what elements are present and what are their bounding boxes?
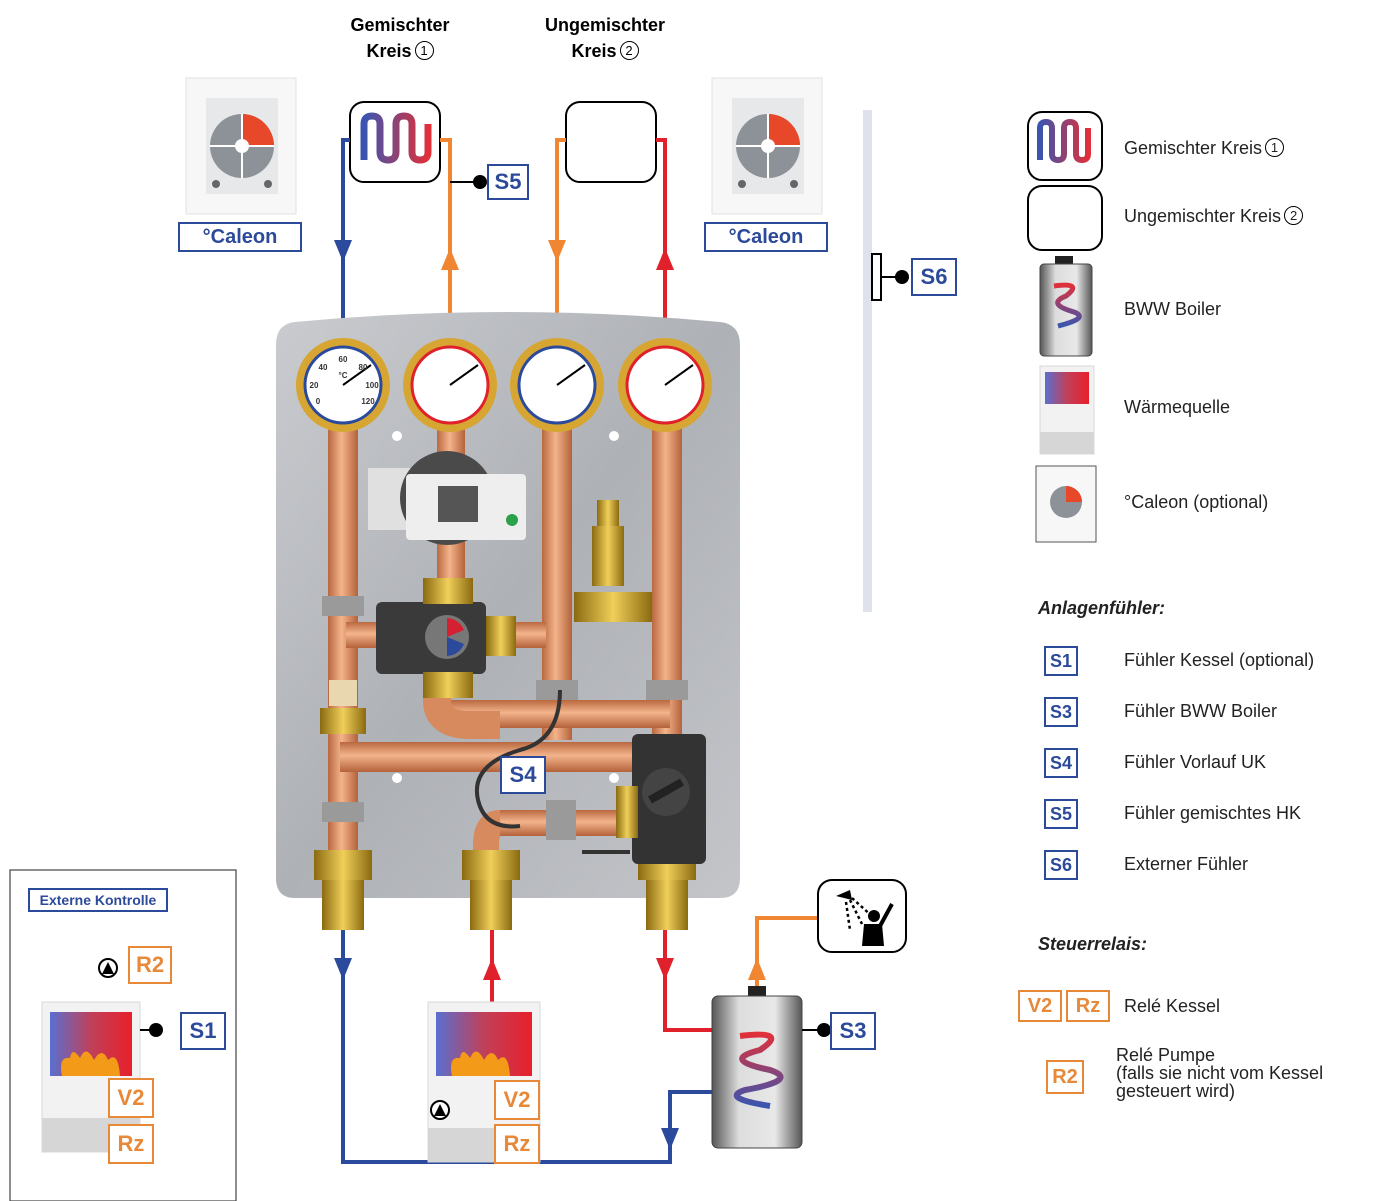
gauge-tick: 40 <box>319 363 328 372</box>
legend-sensor-label: Fühler Vorlauf UK <box>1124 752 1267 772</box>
legend-unmixed-number: 2 <box>1284 206 1304 225</box>
s6-sensor-housing <box>871 253 882 301</box>
external-control-label: Externe Kontrolle <box>28 888 168 912</box>
legend-sensor-code: S4 <box>1044 748 1078 778</box>
thermometer-4 <box>618 338 712 432</box>
legend-relay-pump-line2: (falls sie nicht vom Kessel <box>1116 1063 1324 1083</box>
legend-sensor-label: Externer Fühler <box>1124 854 1249 874</box>
thermometer-1 <box>296 338 390 432</box>
sensors-section-title: Anlagenfühler: <box>1038 598 1166 618</box>
mixed-circuit-title-line2: Kreis <box>366 41 412 61</box>
unmixed-circuit-title-line1: Ungemischter <box>544 15 666 35</box>
gauge-tick: 100 <box>365 381 379 390</box>
sensor-s6: S6 <box>911 258 957 296</box>
legend-heat-source-icon <box>1039 365 1095 455</box>
unmixed-circuit-title-line2: Kreis <box>571 41 617 61</box>
legend-sensor-code: S3 <box>1044 697 1078 727</box>
legend-boiler-icon <box>1039 256 1093 357</box>
radiator-unmixed <box>565 101 657 183</box>
gauge-unit: °C <box>339 371 348 380</box>
external-sensor-wall <box>863 110 872 612</box>
heat-source-external <box>41 1001 141 1153</box>
pump-station <box>276 312 740 930</box>
sensor-s4: S4 <box>500 756 546 794</box>
mixed-circuit-title-line1: Gemischter <box>350 15 450 35</box>
circuit-number-2: 2 <box>619 41 639 60</box>
legend-caleon-label: °Caleon (optional) <box>1124 492 1269 512</box>
relays-section-title: Steuerrelais: <box>1038 934 1148 954</box>
gauge-tick: 0 <box>316 397 321 406</box>
hot-water-tap-icon <box>817 879 907 953</box>
hot-water-boiler <box>711 986 803 1149</box>
thermometer-3 <box>510 338 604 432</box>
legend-relay-v2: V2 <box>1018 990 1062 1022</box>
caleon-label-right: °Caleon <box>704 222 828 252</box>
legend-sensor-label: Fühler Kessel (optional) <box>1124 650 1315 670</box>
gauge-scale: 60 40 80 20 100 0 120 °C <box>310 355 380 406</box>
caleon-label-left: °Caleon <box>178 222 302 252</box>
relay-rz-external: Rz <box>108 1124 154 1164</box>
relay-r2-external: R2 <box>128 946 172 984</box>
legend-relay-rz: Rz <box>1066 990 1110 1022</box>
radiator-mixed <box>349 101 441 183</box>
legend-mixed-icon <box>1027 111 1103 181</box>
top-pipes <box>334 138 674 340</box>
legend-caleon-icon <box>1035 465 1097 543</box>
legend-relay-pump-line3: gesteuert wird) <box>1116 1081 1236 1101</box>
legend-unmixed-icon <box>1027 185 1103 251</box>
relay-v2-middle: V2 <box>494 1080 540 1120</box>
legend-boiler-label: BWW Boiler <box>1124 299 1222 319</box>
relay-rz-middle: Rz <box>494 1124 540 1164</box>
legend-relay-pump-text: Relé Pumpe (falls sie nicht vom Kessel g… <box>1116 1046 1323 1100</box>
legend-sensor-code: S1 <box>1044 646 1078 676</box>
caleon-device-right <box>711 77 823 215</box>
legend-relay-r2: R2 <box>1046 1060 1084 1094</box>
legend-relay-kessel-label: Relé Kessel <box>1124 996 1221 1016</box>
legend-unmixed-label: Ungemischter Kreis <box>1124 206 1282 226</box>
sensor-s5: S5 <box>487 164 529 200</box>
sensor-s1: S1 <box>180 1012 226 1050</box>
circuit-number-1: 1 <box>414 41 434 60</box>
legend-sensor-label: Fühler gemischtes HK <box>1124 803 1302 823</box>
legend-mixed-label: Gemischter Kreis <box>1124 138 1263 158</box>
legend-mixed-number: 1 <box>1265 138 1285 157</box>
legend-relay-pump-line1: Relé Pumpe <box>1116 1045 1216 1065</box>
gauge-tick: 80 <box>359 363 368 372</box>
thermometer-2 <box>403 338 497 432</box>
gauge-tick: 20 <box>310 381 319 390</box>
relay-v2-external: V2 <box>108 1078 154 1118</box>
gauge-tick: 60 <box>339 355 348 364</box>
legend-heat-source-label: Wärmequelle <box>1124 397 1231 417</box>
sensor-s3: S3 <box>830 1012 876 1050</box>
legend-sensor-code: S5 <box>1044 799 1078 829</box>
gauge-tick: 120 <box>361 397 375 406</box>
legend-sensor-code: S6 <box>1044 850 1078 880</box>
legend-sensor-label: Fühler BWW Boiler <box>1124 701 1278 721</box>
caleon-device-left <box>185 77 297 215</box>
